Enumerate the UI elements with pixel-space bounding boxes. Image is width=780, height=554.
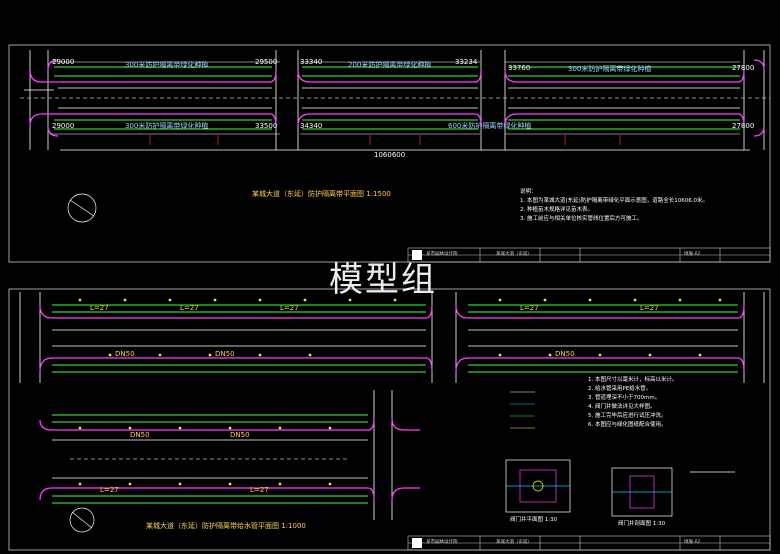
note-line: 1. 本图尺寸以毫米计，标高以米计。 <box>588 377 678 383</box>
valve-pit-section <box>611 467 735 517</box>
north-arrow-bottom <box>69 507 95 533</box>
pipe-dn-label: DN50 <box>230 431 250 439</box>
bottom-notes: 1. 本图尺寸以毫米计，标高以米计。 2. 给水管采用PE给水管。 3. 管道埋… <box>588 376 678 430</box>
dim-label: 29000 <box>52 58 75 66</box>
detail-section-caption: 阀门井剖面图 1:30 <box>618 521 666 527</box>
dim-label: 34340 <box>300 122 323 130</box>
bottom-plan-title: 某城大道（东延）防护隔离带给水管平面图 1:1000 <box>146 522 306 530</box>
pipe-length-label: L=27 <box>90 304 109 312</box>
total-length: 1060600 <box>374 151 406 159</box>
note-line: 3. 施工前应与相关单位核实管线位置后方可施工。 <box>520 216 643 222</box>
dim-label: 33234 <box>455 58 478 66</box>
legend <box>510 391 535 429</box>
note-line: 2. 种植苗木规格详见苗木表。 <box>520 207 593 213</box>
pipe-dn-label: DN50 <box>115 350 135 358</box>
watermark: 模型组 <box>329 260 437 300</box>
logo-icon <box>412 250 422 260</box>
company-name-bottom: 某市园林设计院 <box>426 540 458 545</box>
note-line: 4. 阀门井做法详见大样图。 <box>588 404 656 410</box>
top-road-lines <box>20 87 770 151</box>
lane-label: 300米防护隔离带绿化种植 <box>125 122 209 130</box>
company-name: 某市园林设计院 <box>426 252 458 257</box>
bottom-road-lines <box>52 329 738 479</box>
lane-label: 300米防护隔离带绿化种植 <box>125 61 209 69</box>
top-green-bands <box>54 66 740 130</box>
dim-label: 33760 <box>508 64 531 72</box>
pipe-length-label: L=27 <box>280 304 299 312</box>
pipe-length-label: L=27 <box>640 304 659 312</box>
top-title-block <box>407 247 771 263</box>
bottom-curbs <box>39 304 745 501</box>
valve-pit-plan <box>505 459 571 513</box>
lane-label: 600米防护隔离带绿化种植 <box>448 122 532 130</box>
dim-label: 33500 <box>255 122 278 130</box>
project-name: 某城大道（东延） <box>496 252 532 257</box>
note-line: 1. 本图为某城大道(东延)防护隔离带绿化平面示意图，道路全长10606.0米。 <box>520 198 709 204</box>
bottom-green-bands <box>52 304 738 504</box>
top-intersection-mid2 <box>480 50 506 150</box>
pipe-fittings <box>78 298 722 486</box>
top-intersection-mid1 <box>275 50 299 150</box>
dim-label: 33340 <box>300 58 323 66</box>
bottom-title-block <box>407 535 771 551</box>
dim-label: 29500 <box>255 58 278 66</box>
note-line: 6. 本图应与绿化图纸配合使用。 <box>588 422 667 428</box>
lane-label: 300米防护隔离带绿化种植 <box>568 65 652 73</box>
pipe-length-label: L=27 <box>520 304 539 312</box>
detail-plan-caption: 阀门井平面图 1:30 <box>510 517 558 523</box>
top-notes: 说明： 1. 本图为某城大道(东延)防护隔离带绿化平面示意图，道路全长10606… <box>520 188 708 224</box>
pipe-length-label: L=27 <box>180 304 199 312</box>
top-dim-lines <box>50 61 740 135</box>
bottom-sheet-frame <box>8 288 771 551</box>
logo-icon-bottom <box>412 538 422 548</box>
top-plan-title: 某城大道（东延）防护隔离带平面图 1:1500 <box>252 190 391 198</box>
top-sheet-frame <box>8 44 771 263</box>
note-line: 2. 给水管采用PE给水管。 <box>588 386 652 392</box>
lane-label: 200米防护隔离带绿化种植 <box>348 61 432 69</box>
drawing-number: 绿施-02 <box>684 252 701 257</box>
dim-label: 29000 <box>52 122 75 130</box>
project-name-bottom: 某城大道（东延） <box>496 540 532 545</box>
north-arrow-top <box>67 193 97 223</box>
drawing-number-bottom: 绿施-02 <box>684 540 701 545</box>
pipe-dn-label: DN50 <box>130 431 150 439</box>
dim-label: 27800 <box>732 122 755 130</box>
note-line: 3. 管道埋深不小于700mm。 <box>588 395 661 401</box>
top-curbs <box>29 59 765 137</box>
note-line: 5. 施工完毕后应进行试压冲洗。 <box>588 413 667 419</box>
pipe-dn-label: DN50 <box>555 350 575 358</box>
top-leaders <box>149 135 621 145</box>
pipe-length-label: L=27 <box>250 486 269 494</box>
pipe-length-label: L=27 <box>100 486 119 494</box>
pipe-dn-label: DN50 <box>215 350 235 358</box>
note-line: 说明： <box>520 189 537 195</box>
dim-label: 27800 <box>732 64 755 72</box>
